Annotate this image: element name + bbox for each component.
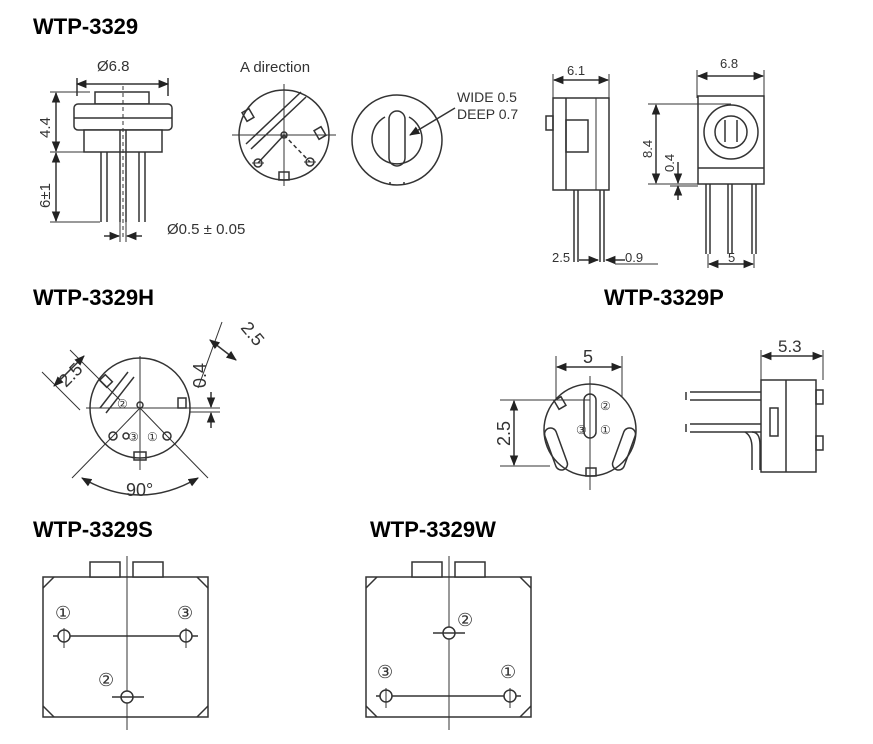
p-pin-2-label: ② (600, 399, 611, 413)
p-width-label: 5 (583, 347, 593, 367)
vertical-front-offset-label: 0.4 (662, 154, 677, 172)
title-wtp-3329w: WTP-3329W (370, 517, 496, 542)
title-wtp-3329s: WTP-3329S (33, 517, 153, 542)
h-pin-2-label: ② (117, 397, 128, 411)
title-wtp-3329h: WTP-3329H (33, 285, 155, 310)
p-side-width-label: 5.3 (778, 337, 802, 356)
side-height-pins-label: 6±1 (37, 183, 54, 208)
a-direction-drawing (232, 84, 336, 186)
slot-wide-label: WIDE 0.5 (457, 89, 517, 105)
vertical-side-pitch-label: 2.5 (552, 250, 570, 265)
w-view-drawing (365, 556, 532, 730)
p-view-drawing (500, 350, 824, 490)
h-dim-a-label: 2.5 (55, 359, 87, 391)
h-view-drawing (41, 321, 237, 496)
slot-deep-label: DEEP 0.7 (457, 106, 518, 122)
title-wtp-3329: WTP-3329 (33, 14, 139, 39)
vertical-side-drawing (545, 74, 658, 265)
p-pin-1-label: ① (600, 423, 611, 437)
s-pin-3-label: ③ (177, 603, 193, 623)
h-dim-c-label: 0.4 (190, 363, 210, 388)
vertical-front-width-label: 6.8 (720, 56, 738, 71)
s-pin-2-label: ② (98, 670, 114, 690)
vertical-front-height-label: 8.4 (640, 140, 655, 158)
title-wtp-3329p: WTP-3329P (604, 285, 724, 310)
side-view-drawing (50, 78, 173, 242)
h-pin-3-label: ③ (128, 430, 139, 444)
w-pin-1-label: ① (500, 662, 516, 682)
s-pin-1-label: ① (55, 603, 71, 623)
vertical-side-width-label: 6.1 (567, 63, 585, 78)
side-diameter-label: Ø6.8 (97, 58, 130, 75)
p-height-label: 2.5 (494, 421, 514, 446)
vertical-side-offset-label: 0.9 (625, 250, 643, 265)
h-dim-b-label: 2.5 (237, 318, 268, 350)
vertical-front-pitch-label: 5 (728, 250, 735, 265)
vertical-front-drawing (648, 70, 765, 269)
s-view-drawing (42, 556, 209, 730)
slot-view-drawing (351, 94, 456, 186)
side-height-body-label: 4.4 (37, 117, 54, 138)
side-pin-diameter-label: Ø0.5 ± 0.05 (167, 221, 245, 238)
a-direction-label: A direction (240, 59, 310, 76)
p-pin-3-label: ③ (576, 423, 587, 437)
w-pin-2-label: ② (457, 610, 473, 630)
h-angle-label: 90° (126, 480, 153, 500)
w-pin-3-label: ③ (377, 662, 393, 682)
h-pin-1-label: ① (147, 430, 158, 444)
